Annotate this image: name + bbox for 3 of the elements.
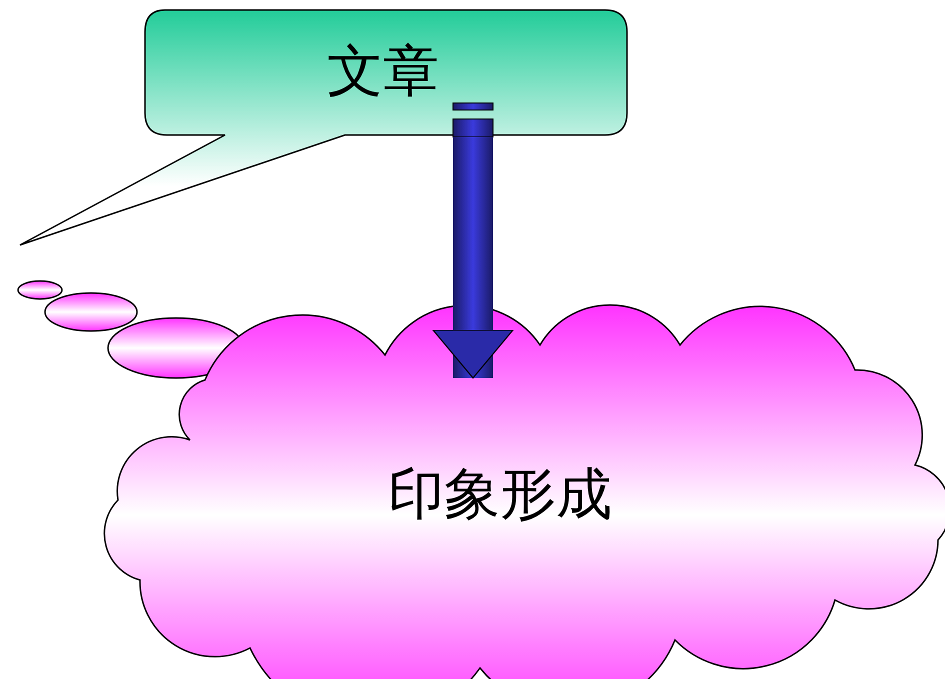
node-label: 文章 — [327, 38, 439, 106]
node-label: 印象形成 — [388, 461, 612, 529]
block-arrow — [432, 137, 514, 379]
